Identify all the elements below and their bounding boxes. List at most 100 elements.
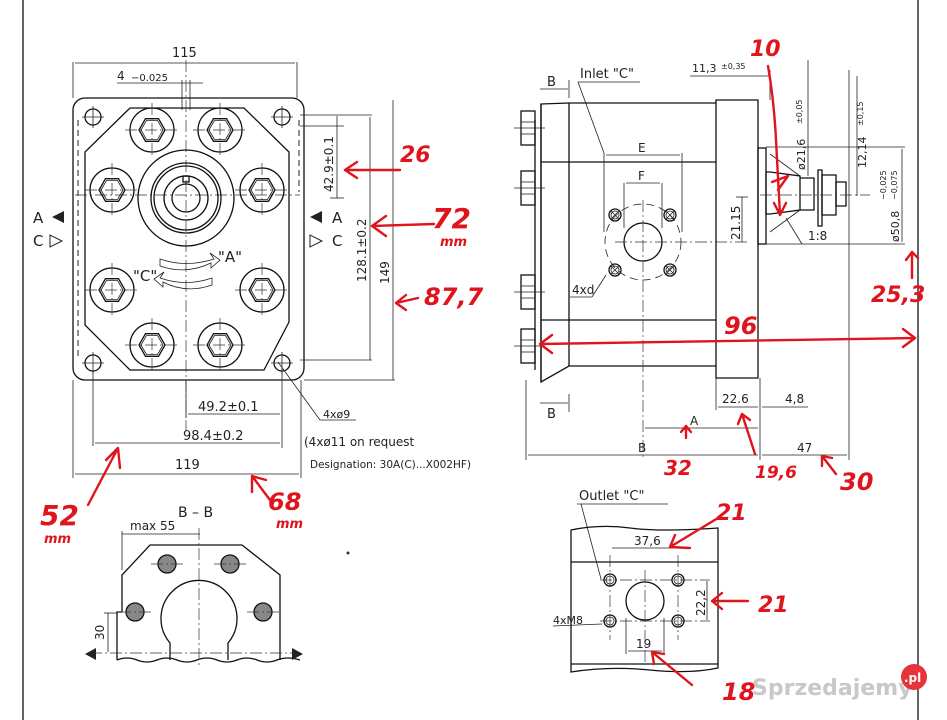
mount-hole bbox=[82, 352, 104, 374]
section-arrow-left-icon bbox=[85, 648, 96, 660]
annotation-32: 32 bbox=[664, 456, 692, 480]
dim-12-14: 12,14 bbox=[856, 137, 869, 169]
annotation-52-unit: mm bbox=[44, 532, 71, 547]
annotation-68: 68 bbox=[268, 488, 301, 516]
rotation-arrow-c-icon bbox=[153, 271, 213, 290]
side-bolt-head-icon bbox=[514, 328, 545, 364]
mount-hole bbox=[271, 352, 293, 374]
dim-22-2: 22,2 bbox=[694, 589, 708, 616]
mount-hole bbox=[271, 106, 293, 128]
dim-50-8-tol-upper: −0,025 bbox=[879, 170, 888, 200]
dim-21-6: ø21,6 bbox=[795, 139, 808, 170]
triangle-filled-icon bbox=[310, 211, 322, 223]
bolt-head-icon bbox=[125, 318, 179, 372]
dim-98-4: 98.4±0.2 bbox=[183, 429, 244, 444]
mount-hole bbox=[82, 106, 104, 128]
stud-section-icon bbox=[247, 602, 279, 622]
dim-49-2: 49.2±0.1 bbox=[198, 400, 259, 415]
dim-119: 119 bbox=[175, 458, 200, 473]
annotation-96: 96 bbox=[724, 312, 757, 340]
annotation-72-unit: mm bbox=[440, 235, 467, 250]
dim-f: F bbox=[638, 169, 645, 183]
dim-11-3-tol: ±0,35 bbox=[721, 62, 746, 71]
dim-47: 47 bbox=[797, 441, 812, 455]
outlet-thread-hole-icon bbox=[603, 614, 617, 628]
annotation-18: 18 bbox=[722, 678, 755, 706]
taper-ratio: 1:8 bbox=[808, 229, 827, 243]
section-arrow-right-icon bbox=[292, 648, 303, 660]
annotation-25-3: 25,3 bbox=[871, 283, 925, 308]
bolt-head-icon bbox=[85, 163, 139, 217]
inlet-bolt-hole-icon bbox=[663, 208, 677, 222]
watermark-suffix: .pl bbox=[904, 671, 921, 685]
section-bore bbox=[160, 579, 238, 660]
section-title: B – B bbox=[178, 505, 213, 521]
annotation-21-side: 21 bbox=[758, 593, 789, 618]
dim-11-3: 11,3 bbox=[692, 62, 717, 75]
inlet-bolt-hole-icon bbox=[608, 208, 622, 222]
marker-c-right: C bbox=[332, 232, 342, 250]
side-bolt-head-icon bbox=[514, 170, 545, 206]
outlet-body-outline bbox=[570, 525, 719, 673]
side-body-outline bbox=[540, 99, 759, 384]
watermark: Sprzedajemy .pl bbox=[752, 664, 927, 701]
dim-50-8-tol-lower: −0,075 bbox=[890, 170, 899, 200]
section-bb-view: B – B max 55 30 bbox=[85, 505, 303, 668]
triangle-filled-icon bbox=[52, 211, 64, 223]
designation: Designation: 30A(C)...X002HF) bbox=[310, 459, 471, 471]
shaft bbox=[171, 183, 201, 213]
annotation-26: 26 bbox=[400, 143, 431, 168]
bolt-head-icon bbox=[85, 263, 139, 317]
rotation-label-c: "C" bbox=[133, 267, 157, 285]
inlet-label: Inlet "C" bbox=[580, 67, 634, 82]
bolt-head-icon bbox=[193, 318, 247, 372]
dim-30: 30 bbox=[93, 625, 107, 640]
front-flange-outline bbox=[72, 97, 305, 381]
side-bolt-head-icon bbox=[514, 110, 545, 146]
triangle-outline-icon bbox=[309, 234, 324, 248]
stud-section-icon bbox=[151, 554, 183, 574]
holes-4xm8: 4xM8 bbox=[553, 614, 583, 627]
dim-4-8: 4,8 bbox=[785, 392, 804, 406]
dim-21-6-tol: ±0,05 bbox=[795, 99, 804, 124]
stud-section-icon bbox=[119, 602, 151, 622]
dim-115: 115 bbox=[172, 46, 197, 61]
outlet-thread-hole-icon bbox=[671, 614, 685, 628]
dim-128-1: 128.1±0.2 bbox=[355, 219, 369, 283]
triangle-outline-icon bbox=[49, 234, 64, 248]
dim-key-tolerance: −0.025 bbox=[131, 73, 168, 84]
annotation-19-6: 19,6 bbox=[755, 463, 797, 483]
annotation-68-unit: mm bbox=[276, 517, 303, 532]
outlet-view: Outlet "C" 37,6 22,2 19 4xM8 bbox=[552, 489, 719, 673]
rotation-arrow-a-icon bbox=[159, 252, 221, 271]
stud-section-icon bbox=[214, 554, 246, 574]
dim-19: 19 bbox=[636, 637, 651, 651]
dim-b: B bbox=[638, 441, 646, 455]
holes-note: (4xø11 on request bbox=[304, 435, 415, 449]
side-view: B Inlet "C" E F 4xd 21.15 bbox=[514, 60, 905, 460]
dim-max-55: max 55 bbox=[130, 519, 175, 533]
annotation-52: 52 bbox=[40, 499, 79, 532]
watermark-badge bbox=[901, 664, 927, 690]
bolt-head-icon bbox=[125, 103, 179, 157]
shaft-nut bbox=[821, 174, 837, 216]
bolt-head-icon bbox=[235, 163, 289, 217]
marker-a-right: A bbox=[332, 209, 343, 227]
shaft-boss bbox=[137, 149, 235, 247]
dim-149: 149 bbox=[378, 261, 392, 284]
bolt-head-icon bbox=[193, 103, 247, 157]
outlet-thread-hole-icon bbox=[671, 573, 685, 587]
dim-e: E bbox=[638, 141, 646, 155]
dim-key-width: 4 bbox=[117, 69, 125, 83]
dim-21-15: 21.15 bbox=[729, 206, 743, 240]
annotation-72: 72 bbox=[432, 202, 471, 235]
front-view: "A" "C" A C A C 115 4 −0.025 42.9±0.1 12… bbox=[33, 46, 471, 478]
side-bolt-head-icon bbox=[514, 274, 545, 310]
dim-37-6: 37,6 bbox=[634, 534, 661, 548]
outlet-thread-hole-icon bbox=[603, 573, 617, 587]
section-mark-bottom: B bbox=[547, 407, 556, 422]
section-mark-top: B bbox=[547, 75, 556, 90]
dim-42-9: 42.9±0.1 bbox=[322, 136, 336, 192]
inlet-bolt-hole-icon bbox=[663, 263, 677, 277]
